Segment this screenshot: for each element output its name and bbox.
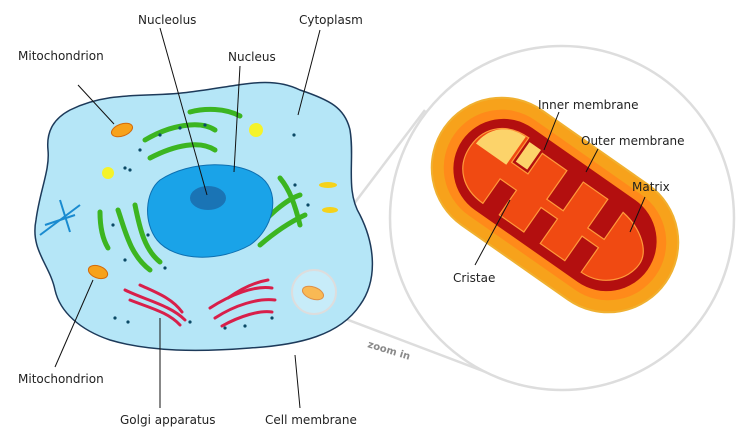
label-cristae: Cristae xyxy=(453,271,495,285)
label-zoom-in: zoom in xyxy=(366,339,411,362)
zoom-source-circle xyxy=(291,269,337,315)
vesicle xyxy=(102,167,114,179)
vesicle xyxy=(322,207,338,213)
nucleolus-shape xyxy=(190,186,226,210)
label-inner-membrane: Inner membrane xyxy=(538,98,639,112)
label-matrix: Matrix xyxy=(632,180,670,194)
label-golgi-apparatus: Golgi apparatus xyxy=(120,413,216,427)
label-outer-membrane: Outer membrane xyxy=(581,134,685,148)
label-mitochondrion-top: Mitochondrion xyxy=(18,49,104,63)
nucleus-shape xyxy=(147,164,274,258)
vesicle xyxy=(319,182,337,188)
label-cytoplasm: Cytoplasm xyxy=(299,13,363,27)
mitochondrion-small xyxy=(87,122,325,301)
centrioles xyxy=(39,199,81,236)
golgi-apparatus xyxy=(123,278,277,328)
label-mitochondrion-bottom: Mitochondrion xyxy=(18,372,104,386)
label-nucleus: Nucleus xyxy=(228,50,276,64)
mitochondrion-large xyxy=(430,96,680,314)
vesicle xyxy=(249,123,263,137)
label-cell-membrane: Cell membrane xyxy=(265,413,357,427)
rough-er xyxy=(97,106,308,273)
label-nucleolus: Nucleolus xyxy=(138,13,196,27)
leader-lines xyxy=(54,27,646,409)
